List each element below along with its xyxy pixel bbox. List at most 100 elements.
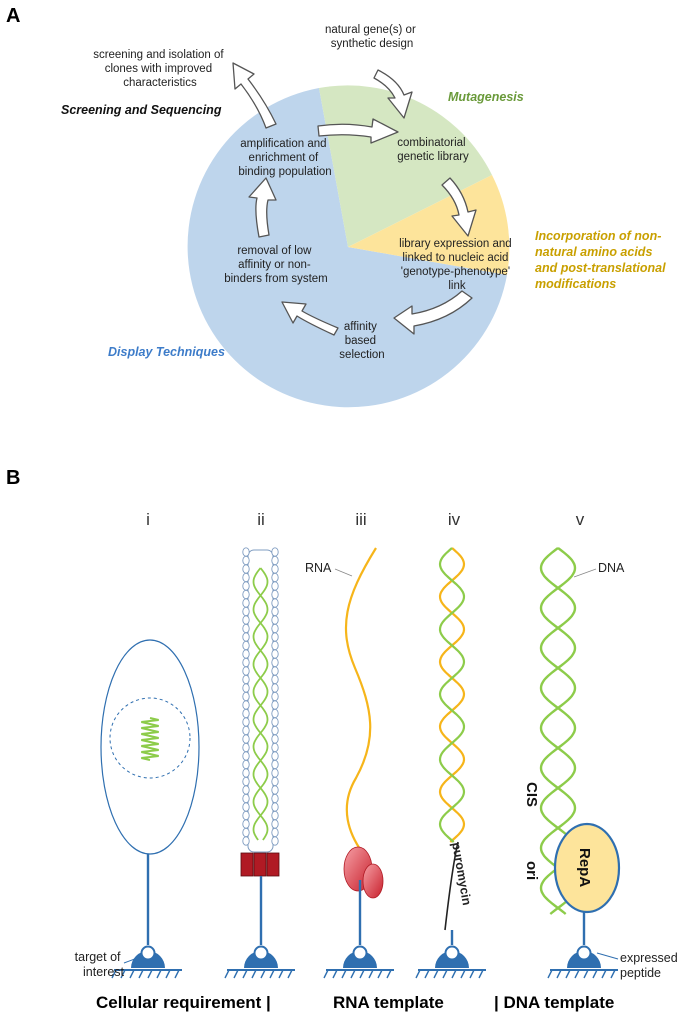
coat-protein-bead <box>271 819 279 829</box>
cycle-arrows <box>232 62 477 336</box>
cis-display: DNA RepA CIS ori <box>523 547 625 915</box>
ribosome-small-subunit <box>362 863 384 899</box>
phage-display <box>240 547 280 877</box>
coat-protein-bead <box>271 810 279 821</box>
coat-protein-bead <box>242 768 250 778</box>
coat-protein-bead <box>242 827 250 838</box>
anchor-4 <box>415 930 486 979</box>
coat-protein-bead <box>242 632 250 642</box>
coat-protein-bead <box>242 657 250 668</box>
coat-protein-bead <box>242 734 250 744</box>
coat-protein-bead <box>271 623 279 634</box>
phage-dna-strand <box>252 567 269 841</box>
footer-dna-template: | DNA template <box>494 993 614 1012</box>
technique-v: v <box>576 510 585 529</box>
coat-protein-bead <box>242 683 250 693</box>
technique-iv: iv <box>448 510 461 529</box>
footer-rna-template: RNA template <box>333 993 444 1012</box>
rna-strand <box>344 547 377 853</box>
phage-dna-strand <box>252 567 269 841</box>
coat-protein-bead <box>242 751 250 761</box>
ribosome-display: RNA <box>305 547 384 899</box>
coat-protein-bead <box>242 836 250 846</box>
coat-protein-bead <box>271 649 279 659</box>
coat-protein-bead <box>242 555 250 566</box>
coat-protein-bead <box>242 802 250 812</box>
anchor-2 <box>224 876 295 979</box>
coat-protein-bead <box>271 734 279 744</box>
coat-protein-bead <box>242 606 250 617</box>
coat-protein-bead <box>271 598 279 608</box>
puromycin-linker <box>444 841 459 931</box>
coat-protein-bead <box>271 632 279 642</box>
arrow-selection-to-removal <box>281 301 339 336</box>
coat-protein-bead <box>242 793 250 804</box>
coat-protein-bead <box>271 717 279 727</box>
coat-protein-bead <box>242 717 250 727</box>
coat-protein-bead <box>242 742 250 753</box>
phage-capsid <box>247 549 274 853</box>
arrow-to-library <box>373 69 413 119</box>
mutagenesis-label: Mutagenesis <box>448 90 524 104</box>
coat-protein-bead <box>271 776 279 787</box>
coat-protein-bead <box>242 564 250 574</box>
coat-protein-bead <box>271 793 279 804</box>
coat-protein-bead <box>271 751 279 761</box>
coat-protein-bead <box>242 581 250 591</box>
coat-protein-bead <box>242 819 250 829</box>
coat-protein-bead <box>242 708 250 719</box>
coat-protein-bead <box>271 666 279 676</box>
coat-protein-bead <box>271 589 279 600</box>
removal-text: removal of low affinity or non- binders … <box>224 245 328 285</box>
coat-protein-bead <box>242 623 250 634</box>
nucleus-outline <box>109 697 191 779</box>
panel-a-label: A <box>6 5 20 27</box>
mrna-display: puromycin <box>438 547 474 931</box>
phage-coat-proteins <box>242 547 279 846</box>
arrow-amplification-to-library <box>317 118 399 144</box>
anchor-1 <box>111 854 182 979</box>
target-of-interest-label: target of interest <box>75 950 125 979</box>
technique-ii: ii <box>257 510 265 529</box>
library-text: combinatorial genetic library <box>397 137 469 163</box>
screening-output-text: screening and isolation of clones with i… <box>93 49 227 89</box>
display-sector <box>187 88 507 408</box>
coat-protein-bead <box>242 691 250 702</box>
coat-protein-bead <box>271 785 279 795</box>
cell-gene-coil <box>141 717 159 761</box>
coat-protein-bead <box>271 700 279 710</box>
coat-protein-bead <box>271 572 279 583</box>
coat-protein-bead <box>242 674 250 685</box>
cycle-start-text: natural gene(s) or synthetic design <box>325 24 419 50</box>
coat-protein-bead <box>271 683 279 693</box>
phage-coat-protein-block <box>266 852 280 877</box>
technique-i: i <box>146 510 150 529</box>
phage-coat-protein-block <box>253 852 267 877</box>
coat-protein-bead <box>242 640 250 651</box>
rna-leader-line <box>334 568 353 577</box>
coat-protein-bead <box>271 691 279 702</box>
coat-protein-bead <box>242 666 250 676</box>
screening-label: Screening and Sequencing <box>61 103 222 117</box>
display-label: Display Techniques <box>108 345 225 359</box>
coat-protein-bead <box>271 708 279 719</box>
coat-protein-bead <box>271 802 279 812</box>
coat-protein-bead <box>242 598 250 608</box>
mrna-dna-strand <box>438 547 466 843</box>
incorporation-sector <box>348 175 510 275</box>
coat-protein-bead <box>271 759 279 770</box>
repa-label: RepA <box>576 848 593 887</box>
coat-protein-bead <box>242 759 250 770</box>
coat-protein-bead <box>271 640 279 651</box>
coat-protein-bead <box>242 810 250 821</box>
coat-protein-bead <box>271 836 279 846</box>
coat-protein-bead <box>242 785 250 795</box>
dna-leader-line <box>573 568 597 578</box>
coat-protein-bead <box>242 725 250 736</box>
surface-anchors <box>111 854 618 979</box>
arrow-expression-to-selection <box>393 290 473 335</box>
rna-label: RNA <box>305 561 332 575</box>
coat-protein-bead <box>271 768 279 778</box>
coat-protein-bead <box>271 564 279 574</box>
